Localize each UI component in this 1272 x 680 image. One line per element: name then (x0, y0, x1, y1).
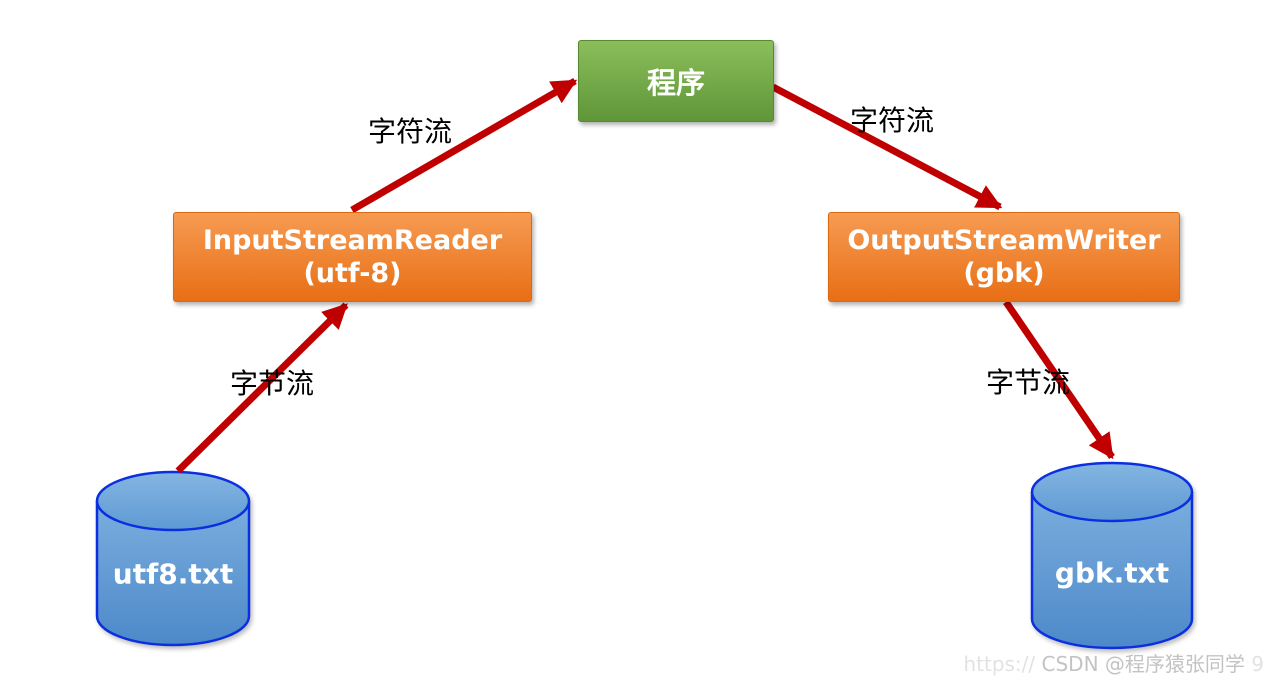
input-stream-reader-box: InputStreamReader (utf-8) (173, 212, 532, 302)
watermark: https:// CSDN @程序猿张同学 9 (963, 648, 1264, 677)
char-stream-label-right: 字符流 (849, 104, 935, 137)
input-stream-reader-title: InputStreamReader (202, 225, 503, 256)
watermark-handle: CSDN @程序猿张同学 (1041, 652, 1245, 676)
target-file-cylinder (1030, 461, 1194, 650)
watermark-url-fragment: https:// (963, 652, 1036, 676)
program-box: 程序 (578, 40, 774, 122)
source-file-label: utf8.txt (112, 557, 234, 591)
target-file-label: gbk.txt (1054, 556, 1170, 590)
program-box-label: 程序 (646, 66, 705, 100)
output-stream-writer-title: OutputStreamWriter (847, 225, 1161, 256)
watermark-suffix: 9 (1251, 652, 1264, 676)
input-stream-reader-charset: (utf-8) (303, 258, 402, 289)
byte-stream-label-left: 字节流 (229, 367, 315, 400)
output-stream-writer-charset: (gbk) (963, 258, 1045, 289)
byte-stream-label-right: 字节流 (985, 366, 1071, 399)
char-stream-label-left: 字符流 (367, 115, 453, 148)
output-stream-writer-box: OutputStreamWriter (gbk) (828, 212, 1180, 302)
